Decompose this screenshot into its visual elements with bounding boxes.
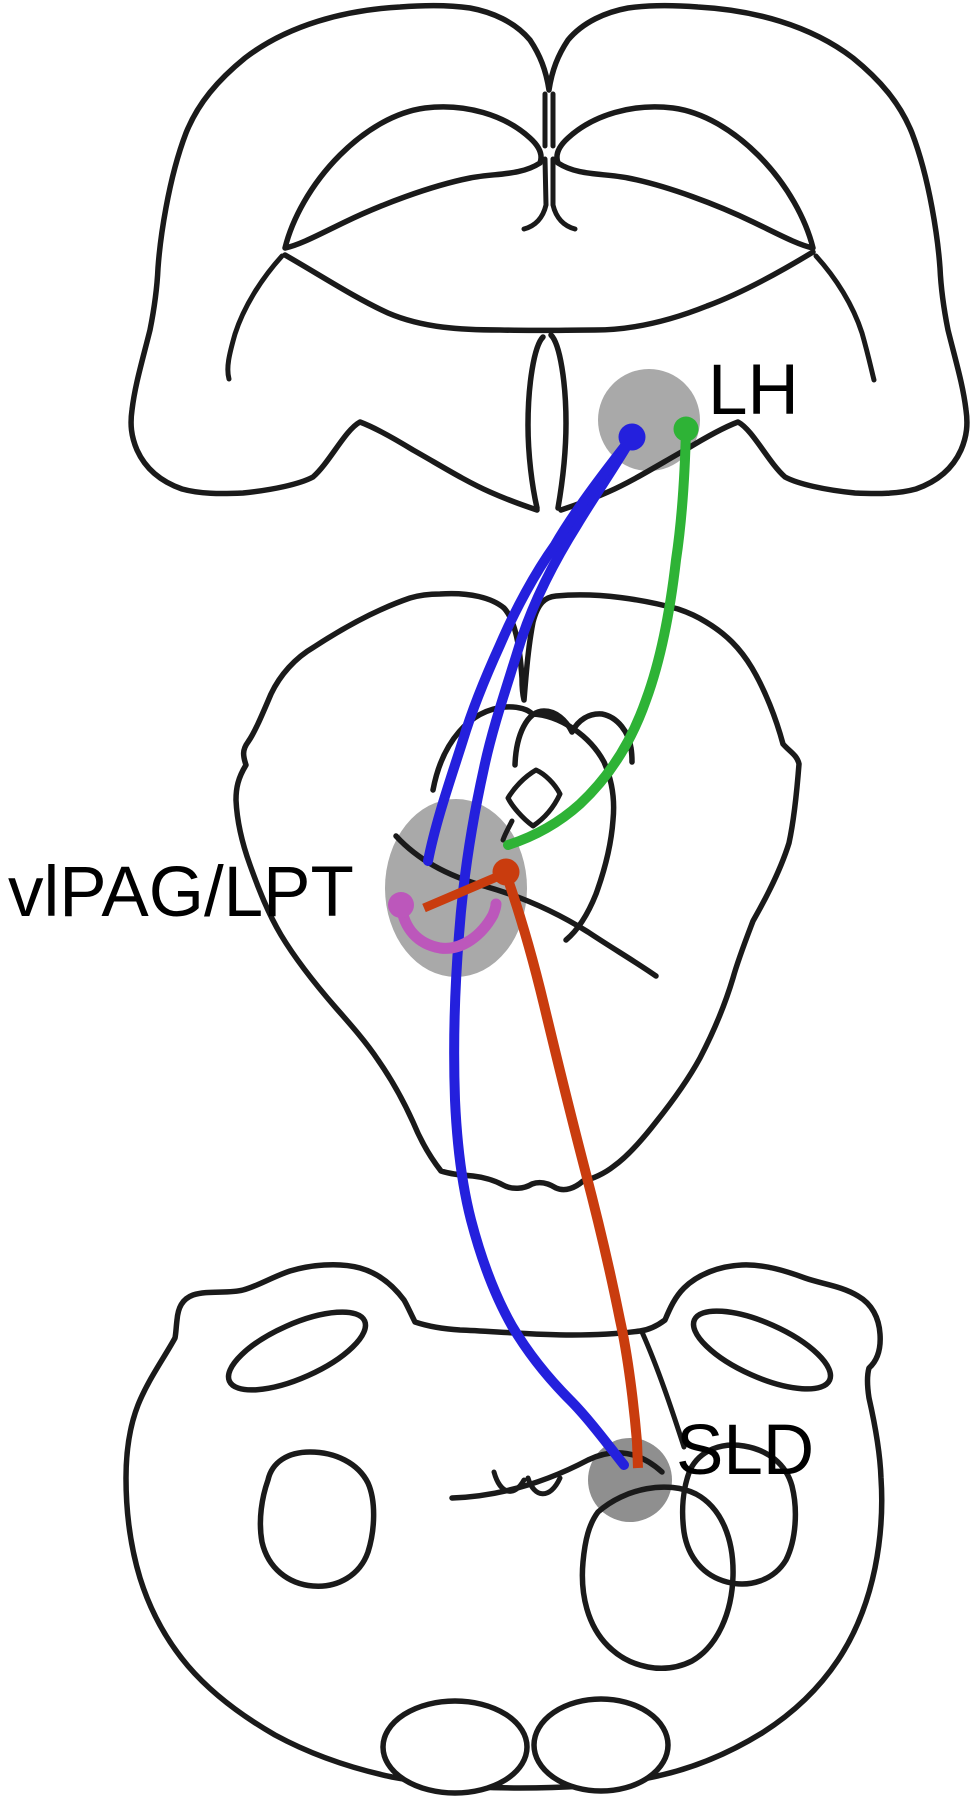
left-callosal-wing (282, 104, 544, 251)
pyramidal-bumps (380, 1696, 671, 1796)
vlpag-lpt-label: vlPAG/LPT (8, 853, 354, 932)
green-projection-lh-to-vlpag (503, 424, 691, 850)
sld-label: SLD (676, 1411, 814, 1490)
neuron-somata (388, 416, 699, 918)
right-callosal-wing (554, 104, 816, 251)
red-projection-vlpag-to-sld (501, 872, 643, 1469)
right-temporal-line (813, 253, 877, 383)
dorsal-raphe-bumps (512, 708, 635, 768)
section-outlines (123, 2, 970, 1791)
right-trigeminal-blob (679, 1442, 799, 1587)
green-soma-lh (673, 416, 699, 442)
magenta-local-projection-to-red (395, 898, 502, 954)
blue-projection-lh-to-vlpag (423, 432, 637, 866)
magenta-soma-vlpag (388, 892, 414, 918)
right-pyramid-bump (531, 1696, 671, 1794)
pons-outline (123, 1262, 885, 1791)
third-ventricle (525, 332, 569, 511)
pag-crossing-line (393, 833, 659, 979)
vlpag-lpt-region (385, 799, 527, 977)
left-wing-oval (225, 1309, 369, 1393)
left-trigeminal-blob (257, 1449, 377, 1589)
forebrain-midline (521, 91, 578, 232)
red-soma-vlpag (492, 858, 520, 886)
left-pyramid-bump (380, 1698, 530, 1796)
red-local-projection-to-magenta (422, 868, 508, 913)
thalamic-boundary-line (282, 249, 816, 334)
central-pons-blob (579, 1484, 736, 1671)
lh-label: LH (708, 351, 799, 430)
pag-inner-loop (430, 704, 617, 943)
region-labels: LH vlPAG/LPT SLD (8, 351, 814, 1490)
left-temporal-line (225, 253, 285, 382)
projections (395, 424, 691, 1470)
pons-top-connector (639, 1329, 687, 1450)
blue-projection-lh-to-sld (449, 432, 637, 1470)
right-wing-oval (690, 1308, 834, 1392)
blue-soma-lh (618, 423, 646, 451)
aqueduct (500, 767, 563, 843)
forebrain-outline (128, 2, 970, 513)
